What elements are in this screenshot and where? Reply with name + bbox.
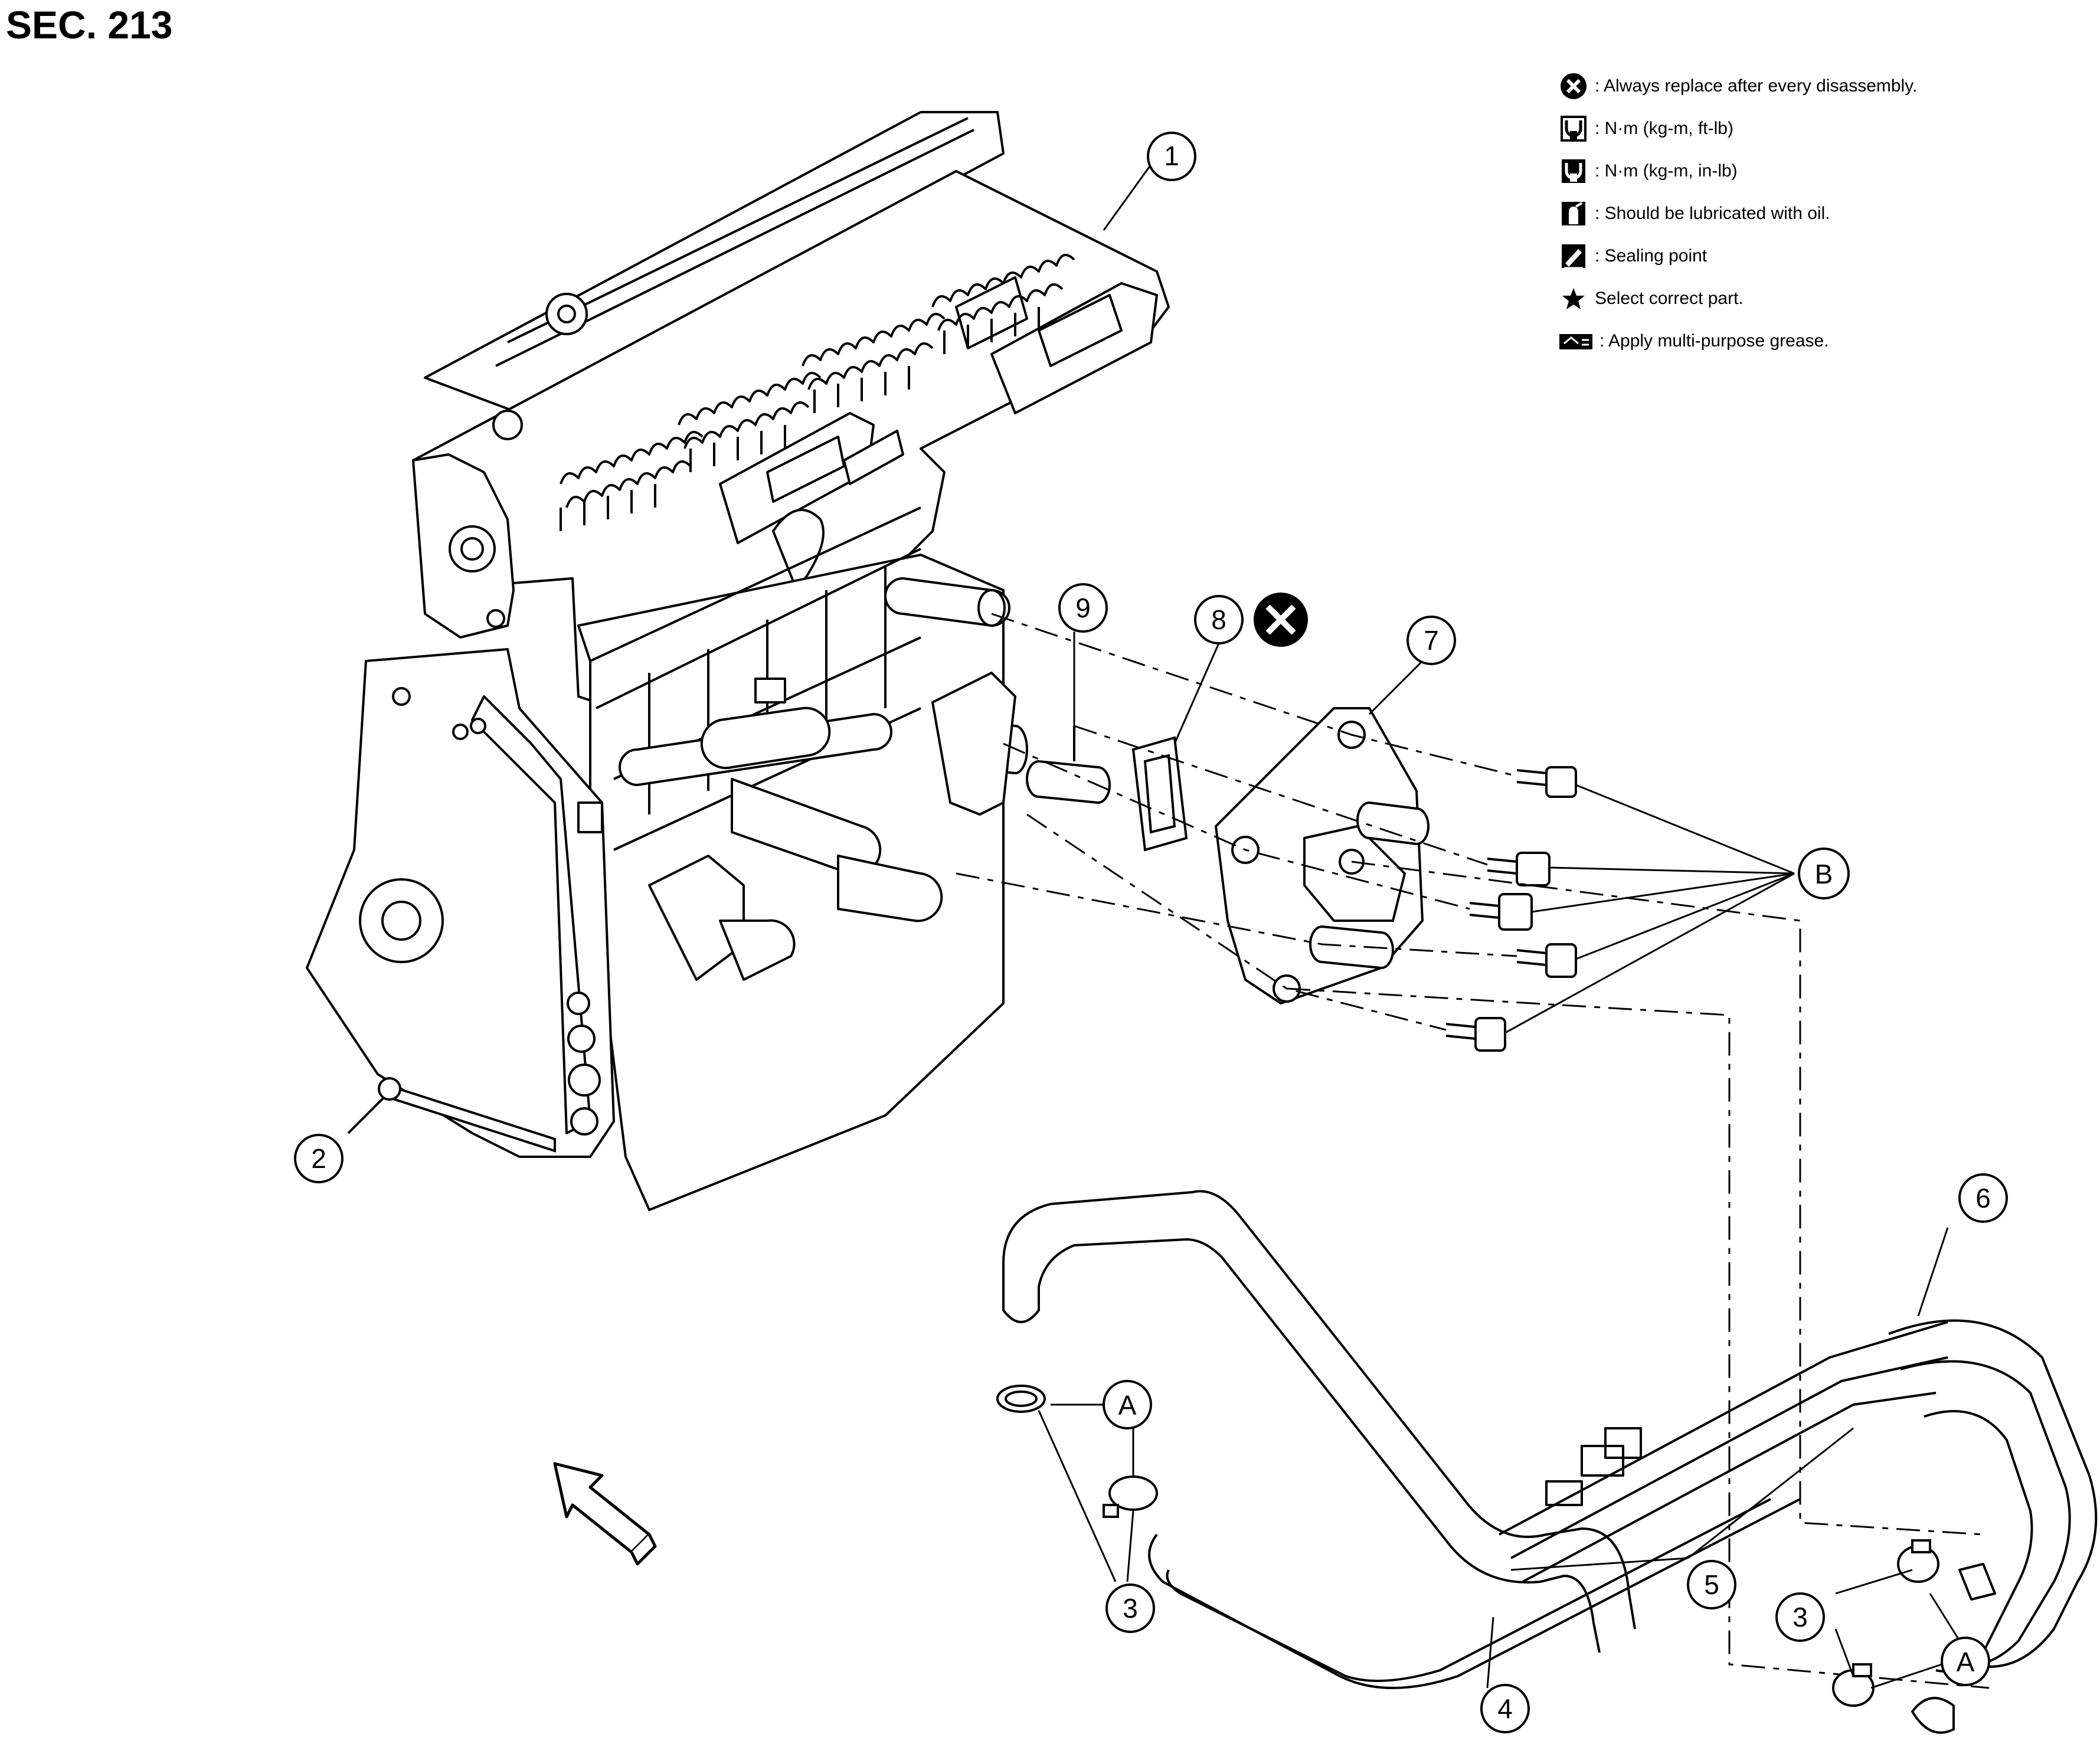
callout-8-label: 8 bbox=[1211, 604, 1226, 635]
legend-text-select: Select correct part. bbox=[1595, 289, 1744, 308]
legend-text-oil: : Should be lubricated with oil. bbox=[1595, 204, 1830, 223]
callout-A-left-label: A bbox=[1118, 1390, 1137, 1421]
legend-text-torque-ft-lb: : N·m (kg-m, ft-lb) bbox=[1595, 119, 1733, 138]
callout-3-left: 3 bbox=[1105, 1583, 1155, 1633]
callout-A-right: A bbox=[1941, 1637, 1990, 1686]
part-9-pipe bbox=[931, 671, 1111, 816]
callout-6-label: 6 bbox=[1975, 1183, 1991, 1213]
legend-row-oil: : Should be lubricated with oil. bbox=[1558, 192, 2078, 235]
b-leaders bbox=[1504, 784, 1795, 1034]
legend-text-sealant: : Sealing point bbox=[1595, 246, 1708, 266]
callout-5-label: 5 bbox=[1704, 1569, 1719, 1600]
legend-row-select: Select correct part. bbox=[1558, 277, 2078, 320]
front-arrow-icon bbox=[553, 1462, 657, 1566]
callout-9: 9 bbox=[1058, 583, 1108, 633]
legend-row-replace: : Always replace after every disassembly… bbox=[1558, 65, 2078, 107]
callout-6: 6 bbox=[1958, 1173, 2008, 1223]
callout-2-label: 2 bbox=[311, 1143, 326, 1174]
leader-lines bbox=[1038, 156, 1961, 1689]
callout-5: 5 bbox=[1687, 1560, 1736, 1609]
callout-3-right: 3 bbox=[1775, 1592, 1825, 1642]
callout-3-right-label: 3 bbox=[1792, 1602, 1808, 1632]
callout-4-label: 4 bbox=[1497, 1693, 1513, 1724]
torque-ft-lb-icon bbox=[1561, 116, 1587, 142]
bolts-b bbox=[1445, 766, 1577, 1052]
callout-A-right-label: A bbox=[1957, 1647, 1975, 1677]
torque-in-lb-icon bbox=[1562, 159, 1585, 183]
callout-B-label: B bbox=[1815, 859, 1833, 889]
callout-2: 2 bbox=[294, 1134, 344, 1183]
replace-marker-icon bbox=[1254, 593, 1308, 647]
callout-9-label: 9 bbox=[1075, 593, 1091, 623]
callout-1-label: 1 bbox=[1164, 140, 1179, 171]
legend-row-torque-in-lb: : N·m (kg-m, in-lb) bbox=[1558, 150, 2078, 192]
legend-row-grease: : Apply multi-purpose grease. bbox=[1558, 320, 2078, 362]
star-icon bbox=[1562, 288, 1585, 309]
engine-block bbox=[306, 111, 1170, 1211]
callout-B: B bbox=[1798, 848, 1850, 899]
part-8-gasket bbox=[1131, 736, 1188, 852]
callout-8: 8 bbox=[1194, 595, 1244, 644]
hoses bbox=[1002, 1190, 2098, 1734]
oil-can-icon bbox=[1562, 202, 1585, 225]
legend-text-grease: : Apply multi-purpose grease. bbox=[1599, 331, 1829, 351]
legend-text-replace: : Always replace after every disassembly… bbox=[1595, 76, 1918, 96]
grease-icon bbox=[1559, 334, 1592, 349]
always-replace-icon bbox=[1561, 73, 1587, 99]
callout-7-label: 7 bbox=[1424, 625, 1439, 656]
legend-row-torque-ft-lb: : N·m (kg-m, ft-lb) bbox=[1558, 107, 2078, 150]
callout-A-left: A bbox=[1103, 1380, 1152, 1429]
callout-3-left-label: 3 bbox=[1123, 1593, 1138, 1624]
section-label: SEC. 213 bbox=[6, 3, 173, 47]
legend-text-torque-in-lb: : N·m (kg-m, in-lb) bbox=[1595, 161, 1738, 181]
dashed-assembly-lines bbox=[956, 613, 1990, 1689]
callout-1: 1 bbox=[1147, 132, 1196, 181]
part-7-bracket bbox=[1215, 707, 1430, 1005]
sealant-icon bbox=[1562, 244, 1585, 269]
callout-7: 7 bbox=[1406, 616, 1456, 665]
legend-row-sealant: : Sealing point bbox=[1558, 235, 2078, 277]
callout-4: 4 bbox=[1480, 1684, 1530, 1733]
legend: : Always replace after every disassembly… bbox=[1558, 65, 2078, 362]
part-2-tube bbox=[347, 1077, 556, 1153]
